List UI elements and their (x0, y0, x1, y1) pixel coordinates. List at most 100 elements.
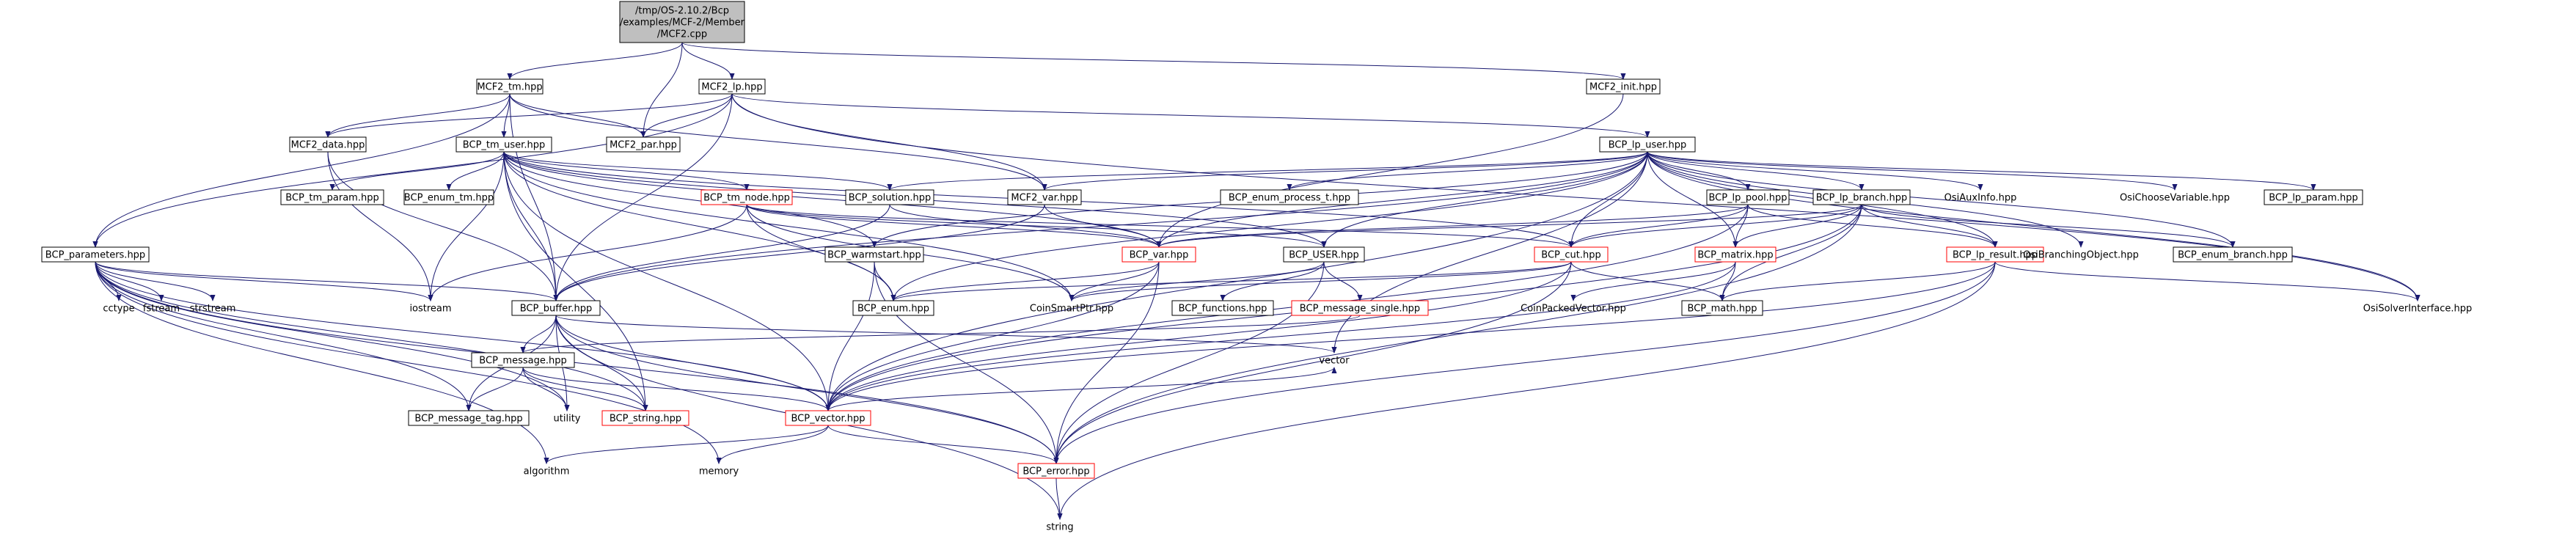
node-bcp_enum_process[interactable]: BCP_enum_process_t.hpp (1220, 189, 1359, 205)
edge-bcp_lp_branch-to-bcp_lp_result (1861, 204, 1998, 248)
edge-bcp_vector-to-vector (827, 367, 1337, 411)
node-bcp_error[interactable]: BCP_error.hpp (1017, 463, 1095, 479)
node-bcp_tm_user[interactable]: BCP_tm_user.hpp (455, 136, 552, 153)
node-bcp_lp_result[interactable]: BCP_lp_result.hpp (1946, 246, 2044, 263)
edge-bcp_lp_branch-to-bcp_math (1719, 204, 1862, 301)
node-label-bcp_lp_branch: BCP_lp_branch.hpp (1816, 193, 1908, 204)
node-coin_smart_ptr: CoinSmartPtr.hpp (1030, 304, 1113, 315)
node-bcp_msg_single[interactable]: BCP_message_single.hpp (1291, 300, 1429, 316)
node-label-bcp_var: BCP_var.hpp (1130, 250, 1189, 261)
node-bcp_enum_tm[interactable]: BCP_enum_tm.hpp (403, 189, 494, 205)
edge-bcp_lp_branch-to-bcp_error (1053, 204, 1862, 464)
edge-bcp_cut-to-bcp_vector (825, 261, 1572, 411)
node-bcp_user[interactable]: BCP_USER.hpp (1283, 246, 1365, 263)
node-label-coin_smart_ptr: CoinSmartPtr.hpp (1030, 304, 1113, 315)
edge-bcp_lp_pool-to-bcp_var (1156, 204, 1749, 248)
node-bcp_solution[interactable]: BCP_solution.hpp (845, 189, 934, 205)
edge-bcp_buffer-to-vector (555, 315, 1337, 354)
node-box-mcf2_par (606, 136, 681, 153)
node-box-bcp_functions (1171, 300, 1274, 316)
node-bcp_matrix[interactable]: BCP_matrix.hpp (1694, 246, 1777, 263)
node-label-bcp_parameters: BCP_parameters.hpp (45, 250, 145, 261)
node-string: string (1046, 522, 1073, 533)
edge-bcp_parameters-to-bcp_message_tag (95, 261, 472, 411)
node-box-mcf2_data (289, 136, 367, 153)
node-root[interactable]: /tmp/OS-2.10.2/Bcp/examples/MCF-2/Member… (619, 1, 745, 43)
node-bcp_message_tag[interactable]: BCP_message_tag.hpp (408, 410, 530, 426)
edge-mcf2_data-to-bcp_buffer (327, 151, 559, 301)
node-box-bcp_tm_node (700, 189, 793, 205)
node-mcf2_lp[interactable]: MCF2_lp.hpp (698, 78, 766, 95)
node-bcp_functions[interactable]: BCP_functions.hpp (1171, 300, 1274, 316)
edge-bcp_parameters-to-strstream (95, 261, 216, 301)
edge-root-to-mcf2_lp (681, 42, 735, 80)
node-box-bcp_enum_tm (403, 189, 494, 205)
nodes: /tmp/OS-2.10.2/Bcp/examples/MCF-2/Member… (41, 1, 2472, 533)
node-label-bcp_tm_param: BCP_tm_param.hpp (285, 193, 378, 204)
node-label-bcp_user: BCP_USER.hpp (1289, 250, 1359, 261)
edge-bcp_parameters-to-bcp_string (95, 261, 648, 411)
node-mcf2_par[interactable]: MCF2_par.hpp (606, 136, 681, 153)
node-bcp_buffer[interactable]: BCP_buffer.hpp (511, 300, 601, 316)
edge-bcp_vector-to-bcp_error (827, 425, 1059, 464)
node-box-bcp_tm_user (455, 136, 552, 153)
edge-bcp_warmstart-to-bcp_error (874, 261, 1059, 464)
node-label-bcp_lp_result: BCP_lp_result.hpp (1953, 250, 2038, 261)
node-bcp_parameters[interactable]: BCP_parameters.hpp (41, 246, 150, 263)
node-bcp_tm_node[interactable]: BCP_tm_node.hpp (700, 189, 793, 205)
node-label-bcp_enum_tm: BCP_enum_tm.hpp (404, 193, 494, 204)
node-label-osi_branching: OsiBranchingObject.hpp (2023, 250, 2139, 261)
edges (92, 42, 2421, 520)
edge-mcf2_lp-to-osi_solver_if (731, 93, 2421, 301)
node-bcp_lp_param[interactable]: BCP_lp_param.hpp (2264, 189, 2363, 205)
node-label-utility: utility (554, 414, 581, 425)
node-bcp_vector[interactable]: BCP_vector.hpp (785, 410, 871, 426)
edge-bcp_lp_user-to-bcp_lp_param (1647, 151, 2316, 191)
node-label-bcp_lp_user: BCP_lp_user.hpp (1609, 140, 1687, 151)
node-bcp_var[interactable]: BCP_var.hpp (1121, 246, 1196, 263)
node-mcf2_init[interactable]: MCF2_init.hpp (1586, 78, 1661, 95)
node-bcp_enum_branch[interactable]: BCP_enum_branch.hpp (2173, 246, 2293, 263)
edge-bcp_parameters-to-iostream (95, 261, 433, 301)
edge-bcp_lp_user-to-bcp_solution (887, 151, 1648, 191)
node-label-strstream: strstream (190, 304, 236, 315)
node-bcp_cut[interactable]: BCP_cut.hpp (1534, 246, 1609, 263)
edge-bcp_lp_pool-to-bcp_cut (1568, 204, 1749, 248)
edge-bcp_tm_node-to-bcp_cut (746, 204, 1574, 248)
edge-mcf2_init-to-bcp_var (1156, 93, 1624, 248)
edge-bcp_tm_user-to-bcp_tm_node (503, 151, 750, 191)
node-bcp_lp_pool[interactable]: BCP_lp_pool.hpp (1706, 189, 1790, 205)
node-bcp_warmstart[interactable]: BCP_warmstart.hpp (824, 246, 924, 263)
node-box-bcp_msg_single (1291, 300, 1429, 316)
node-bcp_lp_branch[interactable]: BCP_lp_branch.hpp (1812, 189, 1911, 205)
edge-root-to-mcf2_par (640, 42, 683, 138)
edge-bcp_lp_user-to-bcp_lp_pool (1647, 151, 1751, 191)
edge-bcp_vector-to-algorithm (544, 425, 829, 464)
edge-mcf2_tm-to-bcp_buffer (509, 93, 559, 301)
edge-bcp_tm_user-to-bcp_enum_tm (446, 151, 505, 191)
node-bcp_enum[interactable]: BCP_enum.hpp (852, 300, 934, 316)
node-box-bcp_cut (1534, 246, 1609, 263)
node-vector: vector (1319, 356, 1350, 367)
edge-bcp_lp_user-to-osi_solver_if (1647, 151, 2421, 301)
node-mcf2_var[interactable]: MCF2_var.hpp (1007, 189, 1082, 205)
node-box-bcp_lp_user (1599, 136, 1696, 153)
edge-mcf2_tm-to-mcf2_var (509, 93, 1047, 191)
node-box-bcp_parameters (41, 246, 150, 263)
node-mcf2_tm[interactable]: MCF2_tm.hpp (476, 78, 544, 95)
edge-mcf2_var-to-bcp_buffer (553, 204, 1045, 301)
edge-bcp_lp_user-to-bcp_cut (1568, 151, 1648, 248)
edge-bcp_lp_user-to-osi_choose_var (1647, 151, 2178, 191)
node-box-mcf2_lp (698, 78, 766, 95)
node-bcp_lp_user[interactable]: BCP_lp_user.hpp (1599, 136, 1696, 153)
edge-bcp_lp_pool-to-bcp_lp_result (1747, 204, 1998, 248)
node-mcf2_data[interactable]: MCF2_data.hpp (289, 136, 367, 153)
node-label-mcf2_data: MCF2_data.hpp (291, 140, 365, 151)
node-bcp_tm_param[interactable]: BCP_tm_param.hpp (280, 189, 384, 205)
edge-bcp_vector-to-memory (716, 425, 829, 464)
node-bcp_math[interactable]: BCP_math.hpp (1681, 300, 1763, 316)
node-bcp_message[interactable]: BCP_message.hpp (471, 352, 575, 368)
edge-bcp_lp_user-to-bcp_matrix (1647, 151, 1738, 248)
node-bcp_string[interactable]: BCP_string.hpp (601, 410, 689, 426)
node-label-bcp_solution: BCP_solution.hpp (849, 193, 931, 204)
